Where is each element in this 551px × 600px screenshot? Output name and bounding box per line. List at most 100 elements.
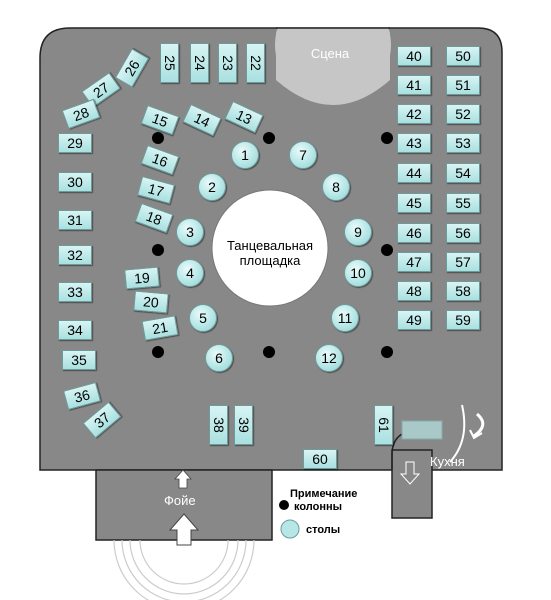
round-table-4[interactable]: 4 [176, 259, 204, 287]
table-39[interactable]: 39 [234, 405, 253, 445]
round-table-2[interactable]: 2 [198, 173, 226, 201]
table-38[interactable]: 38 [209, 405, 228, 445]
table-19[interactable]: 19 [124, 266, 160, 290]
table-number: 52 [455, 106, 471, 122]
table-47[interactable]: 47 [397, 252, 431, 272]
kitchen-arc [449, 404, 466, 463]
table-number: 51 [455, 77, 471, 93]
round-table-1[interactable]: 1 [231, 141, 259, 169]
table-number: 17 [146, 180, 166, 200]
table-59[interactable]: 59 [446, 310, 480, 330]
table-number: 44 [406, 165, 422, 181]
table-49[interactable]: 49 [397, 310, 431, 330]
table-number: 25 [161, 55, 178, 71]
table-number: 15 [149, 109, 171, 131]
table-61[interactable]: 61 [374, 405, 393, 445]
table-55[interactable]: 55 [446, 193, 480, 213]
table-30[interactable]: 30 [58, 172, 92, 192]
round-table-10[interactable]: 10 [344, 259, 372, 287]
table-43[interactable]: 43 [397, 133, 431, 153]
table-41[interactable]: 41 [397, 75, 431, 95]
column-6 [152, 346, 164, 358]
note-tables-label: столы [306, 524, 341, 536]
foyer-arrow-icon [174, 469, 192, 489]
table-23[interactable]: 23 [218, 43, 237, 83]
table-32[interactable]: 32 [58, 245, 92, 265]
table-42[interactable]: 42 [397, 104, 431, 124]
kitchen-counter [401, 420, 443, 440]
column-8 [381, 346, 393, 358]
table-20[interactable]: 20 [133, 290, 169, 314]
table-number: 24 [191, 55, 208, 71]
table-number: 20 [142, 293, 160, 311]
round-table-12[interactable]: 12 [315, 344, 343, 372]
table-57[interactable]: 57 [446, 252, 480, 272]
table-58[interactable]: 58 [446, 281, 480, 301]
table-number: 28 [70, 103, 92, 125]
table-48[interactable]: 48 [397, 281, 431, 301]
table-number: 21 [150, 318, 170, 338]
table-number: 19 [133, 269, 151, 287]
kitchen-curved-arrow-icon [469, 412, 485, 440]
foyer-label: Фойе [164, 493, 196, 508]
table-40[interactable]: 40 [397, 46, 431, 66]
table-number: 58 [455, 283, 471, 299]
table-24[interactable]: 24 [190, 43, 209, 83]
table-number: 39 [235, 417, 252, 433]
table-number: 29 [67, 135, 83, 151]
round-table-11[interactable]: 11 [331, 304, 359, 332]
table-45[interactable]: 45 [397, 193, 431, 213]
round-table-9[interactable]: 9 [344, 218, 372, 246]
table-60[interactable]: 60 [303, 449, 337, 469]
table-51[interactable]: 51 [446, 75, 480, 95]
table-number: 43 [406, 135, 422, 151]
kitchen-label: Кухня [430, 454, 465, 469]
legend-column-icon [279, 500, 289, 510]
table-50[interactable]: 50 [446, 46, 480, 66]
round-table-5[interactable]: 5 [189, 304, 217, 332]
table-number: 35 [71, 352, 87, 368]
table-number: 18 [143, 207, 165, 229]
dance-floor-line2: площадка [239, 253, 301, 268]
table-35[interactable]: 35 [62, 350, 96, 370]
legend-table-icon [280, 519, 300, 539]
entrance-steps [113, 539, 255, 600]
table-56[interactable]: 56 [446, 223, 480, 243]
kitchen-corridor [391, 449, 433, 519]
column-2 [263, 132, 275, 144]
table-number: 16 [149, 149, 171, 171]
column-7 [263, 346, 275, 358]
table-number: 57 [455, 254, 471, 270]
table-number: 50 [455, 48, 471, 64]
table-33[interactable]: 33 [58, 282, 92, 302]
table-number: 34 [67, 322, 83, 338]
table-34[interactable]: 34 [58, 320, 92, 340]
dance-floor-line1: Танцевальная [226, 238, 314, 253]
table-52[interactable]: 52 [446, 104, 480, 124]
column-5 [381, 244, 393, 256]
table-number: 36 [72, 386, 92, 406]
table-number: 23 [219, 55, 236, 71]
round-table-6[interactable]: 6 [205, 344, 233, 372]
dance-floor [211, 189, 329, 307]
table-46[interactable]: 46 [397, 223, 431, 243]
table-number: 53 [455, 135, 471, 151]
round-table-8[interactable]: 8 [322, 173, 350, 201]
round-table-3[interactable]: 3 [176, 218, 204, 246]
table-29[interactable]: 29 [58, 133, 92, 153]
table-number: 47 [406, 254, 422, 270]
table-number: 22 [247, 55, 264, 71]
table-number: 13 [233, 106, 255, 128]
table-number: 55 [455, 195, 471, 211]
table-number: 54 [455, 165, 471, 181]
round-table-7[interactable]: 7 [289, 141, 317, 169]
table-31[interactable]: 31 [58, 210, 92, 230]
table-53[interactable]: 53 [446, 133, 480, 153]
table-number: 14 [191, 109, 213, 131]
note-title: Примечание [290, 488, 358, 500]
table-22[interactable]: 22 [246, 43, 265, 83]
table-44[interactable]: 44 [397, 163, 431, 183]
table-54[interactable]: 54 [446, 163, 480, 183]
table-number: 32 [67, 247, 83, 263]
table-25[interactable]: 25 [160, 43, 179, 83]
